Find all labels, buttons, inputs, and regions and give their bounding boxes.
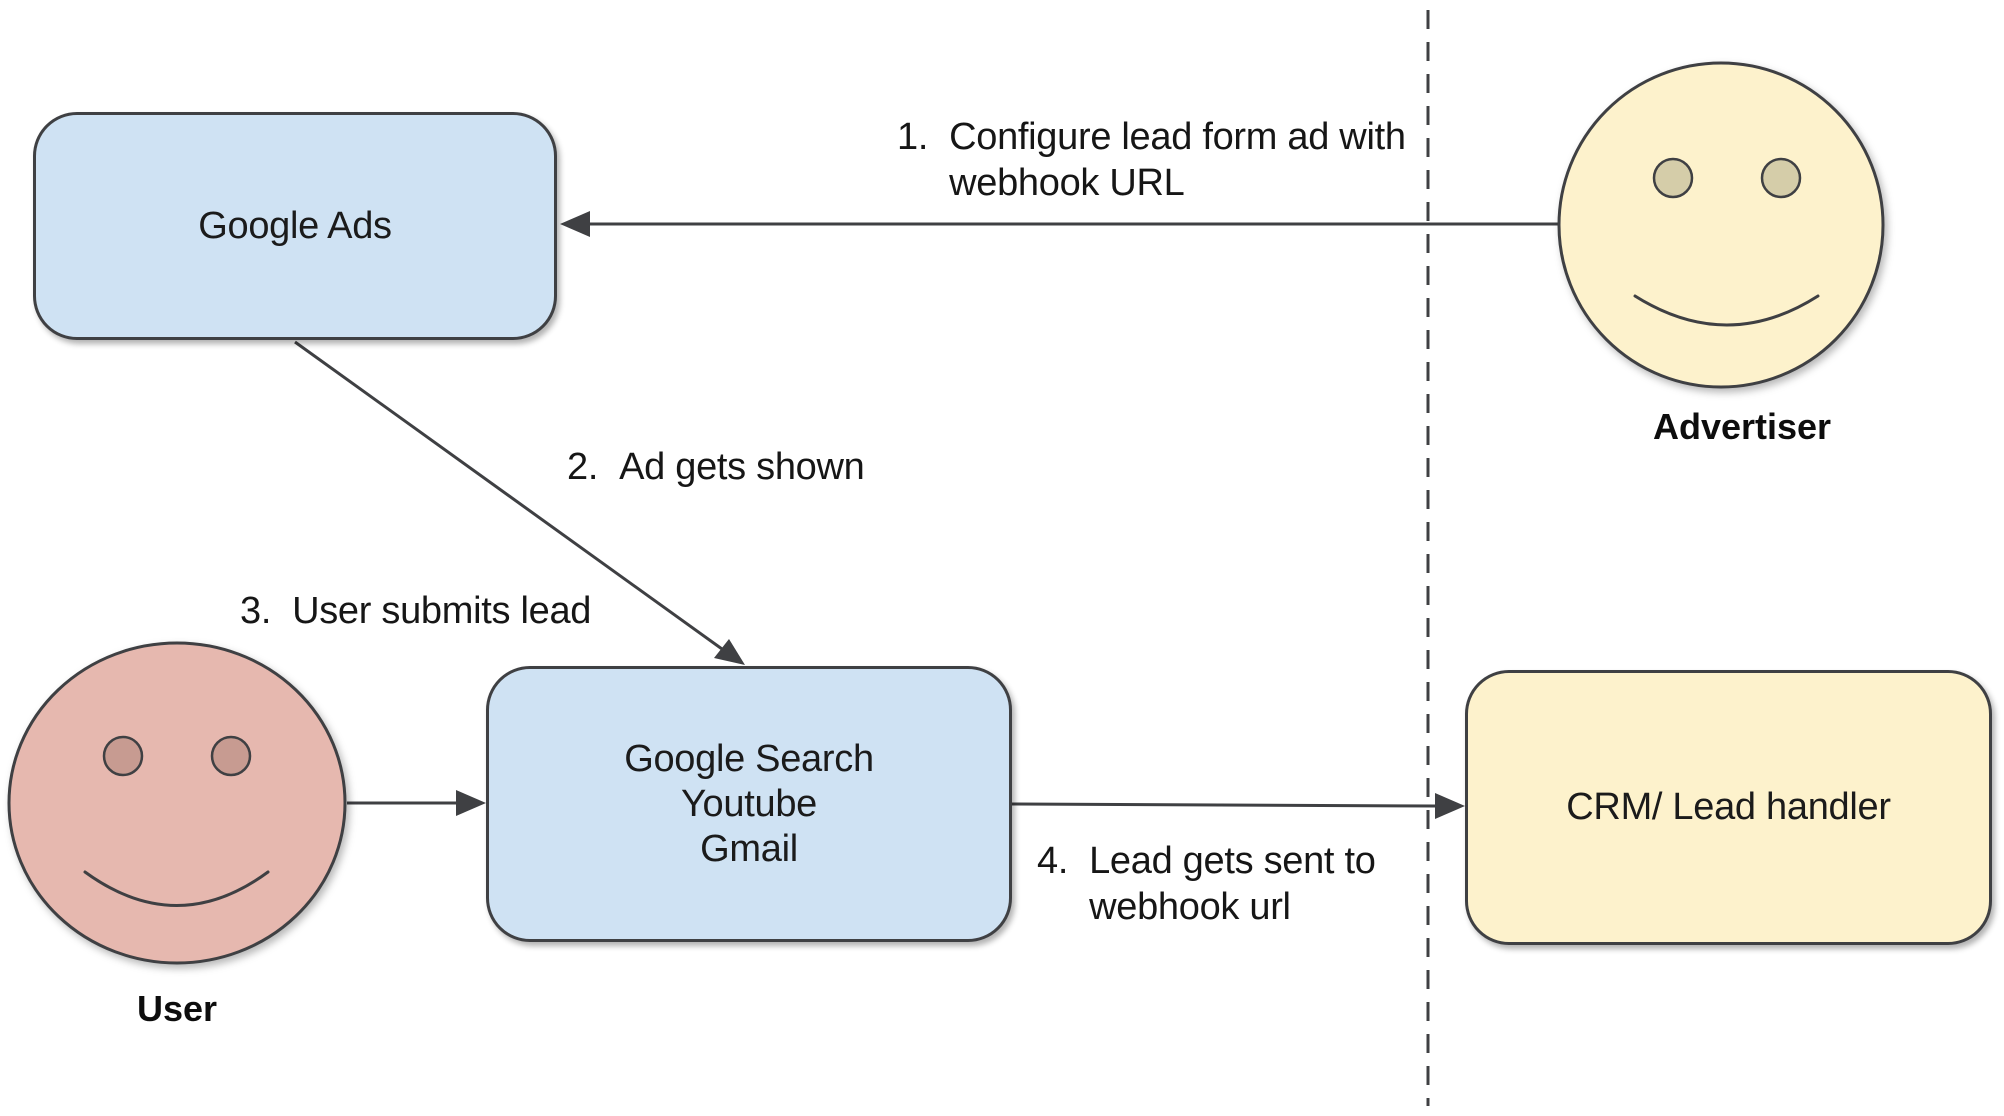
advertiser-actor-label: Advertiser — [1652, 406, 1832, 447]
user-face-icon — [7, 641, 347, 965]
user-actor-label: User — [136, 988, 218, 1029]
user-smile-icon — [83, 870, 270, 907]
node-crm-lead-handler: CRM/ Lead handler — [1465, 670, 1992, 945]
step-4-number: 4. — [1037, 840, 1069, 882]
step-4-text-line-1: Lead gets sent to — [1089, 840, 1376, 882]
node-google-platforms: Google Search Youtube Gmail — [486, 666, 1012, 942]
arrow-step-4-icon — [1011, 793, 1465, 819]
arrow-step-2-icon — [294, 340, 745, 665]
step-2-text-line-1: Ad gets shown — [619, 446, 865, 488]
step-4-text-line-2: webhook url — [1089, 886, 1291, 928]
step-1-text-line-2: webhook URL — [949, 162, 1185, 204]
advertiser-smile-icon — [1633, 294, 1820, 327]
arrow-step-1-icon — [560, 211, 1559, 237]
node-google-ads: Google Ads — [33, 112, 557, 340]
user-left-eye-icon — [102, 735, 144, 777]
node-crm-label: CRM/ Lead handler — [1566, 786, 1891, 828]
step-label-2: 2. Ad gets shown — [567, 444, 865, 490]
step-label-4: 4. Lead gets sent to webhook url — [1037, 838, 1376, 930]
advertiser-right-eye-icon — [1760, 157, 1802, 199]
step-label-3: 3. User submits lead — [240, 588, 591, 634]
step-1-text-line-1: Configure lead form ad with — [949, 116, 1406, 158]
node-platforms-line-3: Gmail — [700, 827, 798, 870]
advertiser-face-icon — [1557, 61, 1885, 389]
step-3-number: 3. — [240, 590, 272, 632]
user-right-eye-icon — [210, 735, 252, 777]
advertiser-left-eye-icon — [1652, 157, 1694, 199]
step-1-number: 1. — [897, 116, 929, 158]
arrow-step-3-icon — [347, 790, 486, 816]
node-platforms-line-2: Youtube — [681, 782, 817, 825]
step-label-1: 1. Configure lead form ad with webhook U… — [897, 114, 1406, 206]
node-platforms-line-1: Google Search — [624, 737, 874, 780]
node-google-ads-label: Google Ads — [198, 204, 392, 247]
step-2-number: 2. — [567, 446, 599, 488]
step-3-text-line-1: User submits lead — [292, 590, 592, 632]
